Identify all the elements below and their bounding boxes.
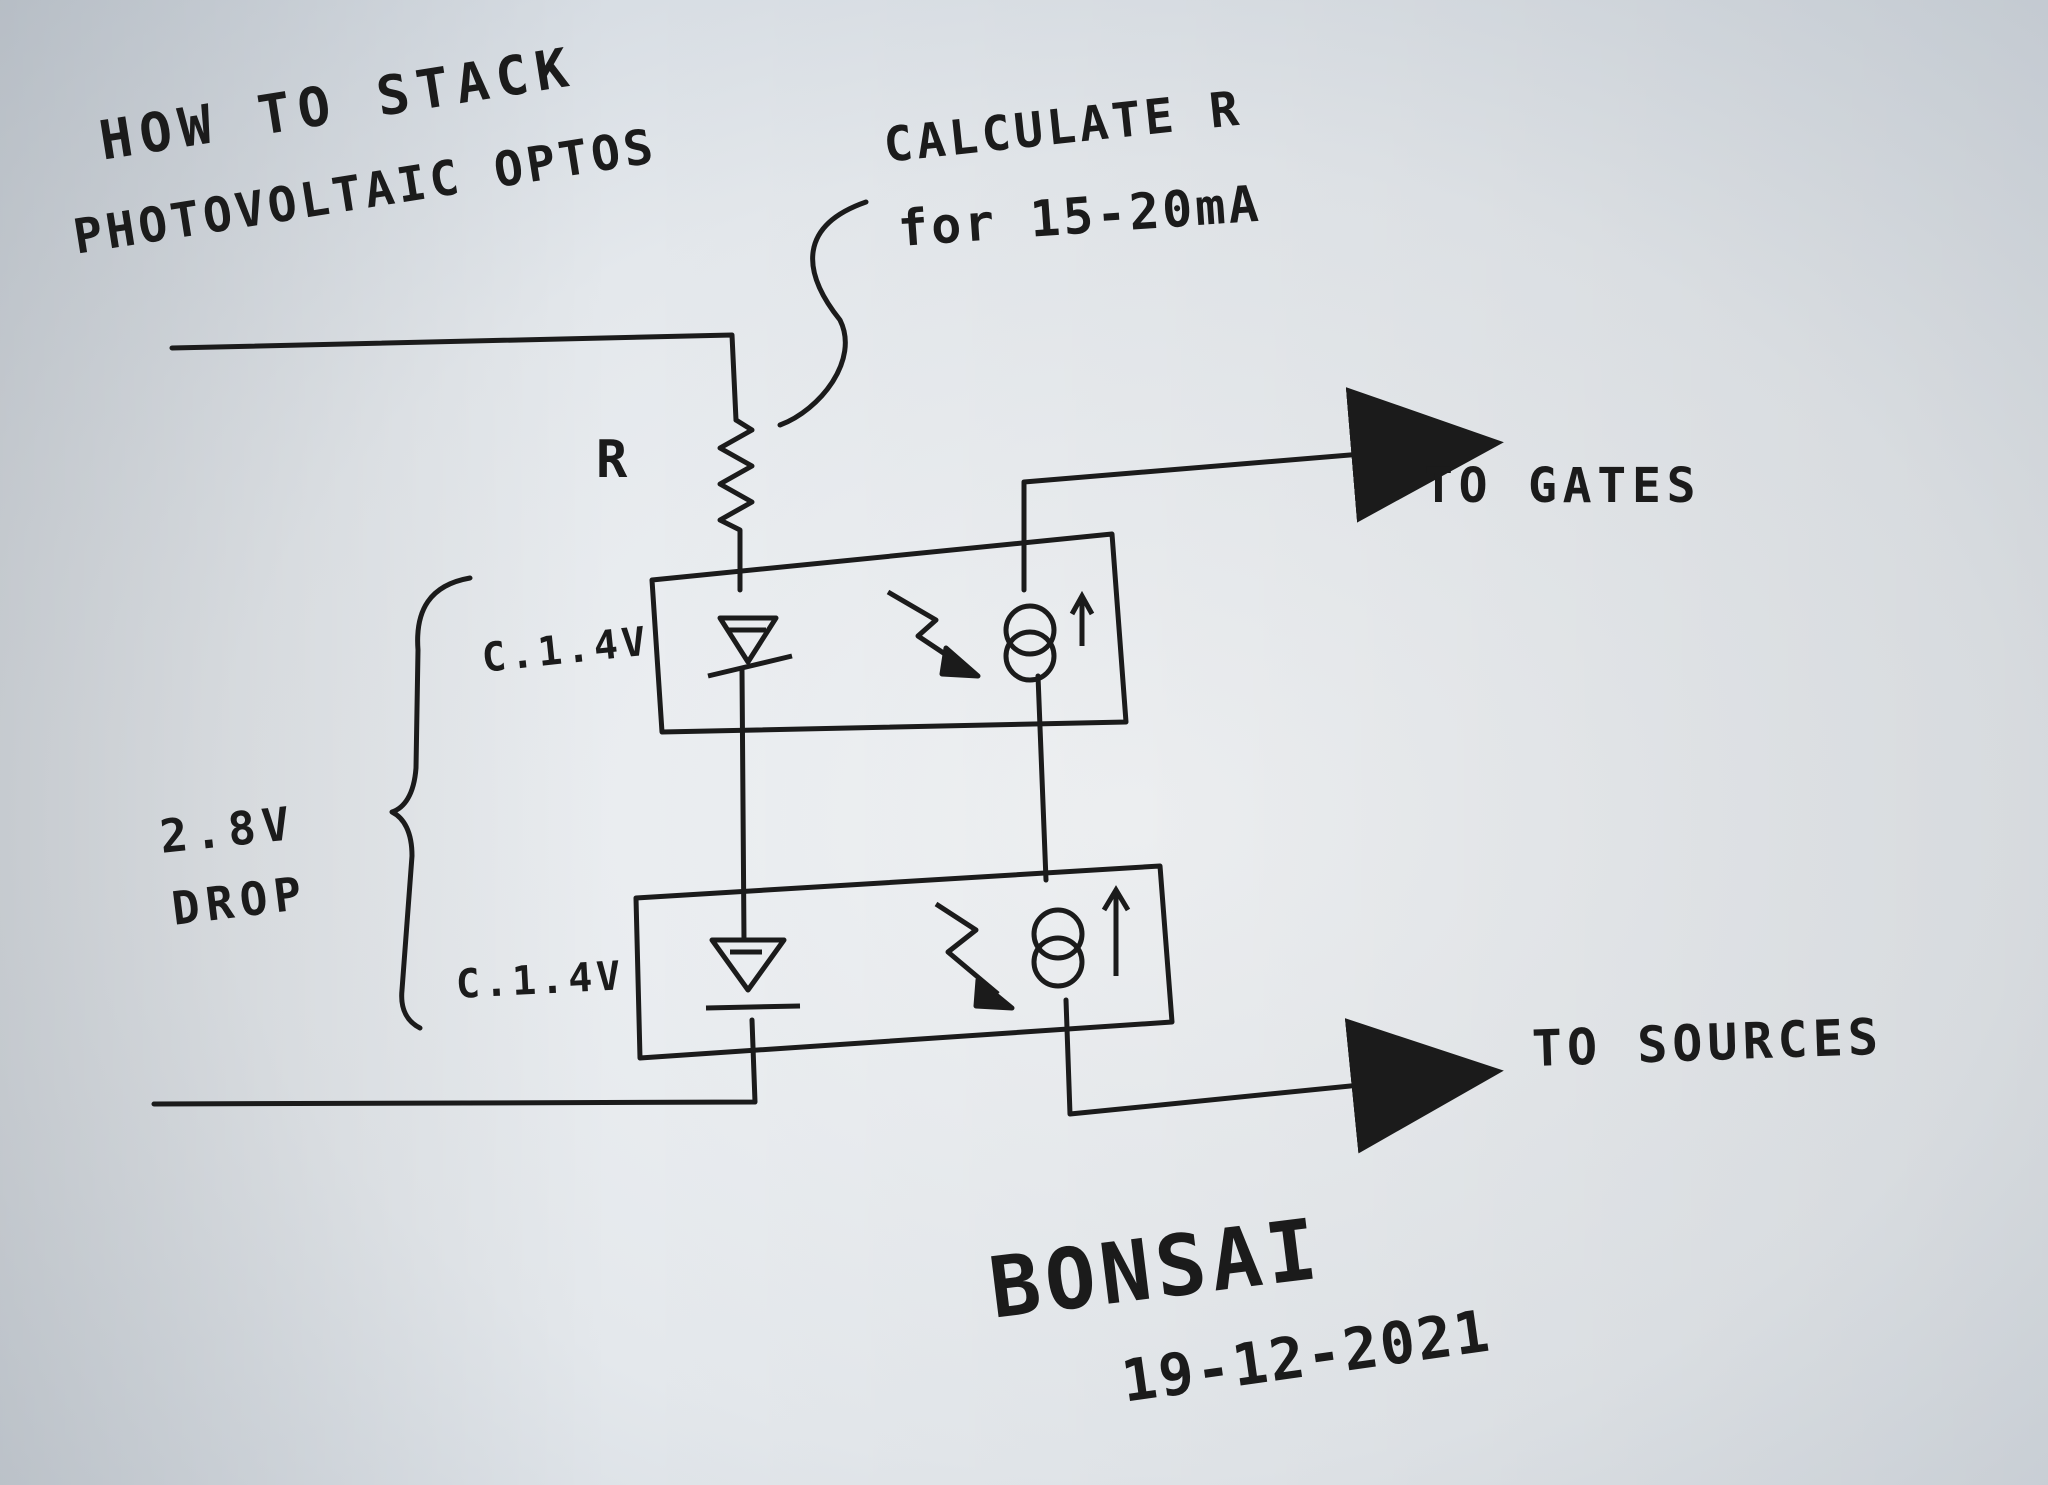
gate-output-wire xyxy=(1021,387,1504,593)
led-top xyxy=(707,615,793,679)
led-series-wire xyxy=(739,667,747,943)
supply-wire-top xyxy=(169,332,739,423)
to-sources-label: TO SOURCES xyxy=(1530,1007,1884,1078)
to-gates-label: TO GATES xyxy=(1424,458,1702,514)
schematic-wires xyxy=(151,199,1504,1154)
light-arrow-top xyxy=(886,589,981,679)
light-arrow-bottom xyxy=(934,901,1015,1011)
pv-cell-bottom xyxy=(1031,885,1131,989)
voltage-label-bottom: C.1.4V xyxy=(454,953,626,1008)
note-pointer xyxy=(777,199,869,428)
voltage-bracket xyxy=(389,575,473,1031)
opto-box-bottom xyxy=(633,863,1175,1061)
opto-box-top xyxy=(649,531,1129,735)
pv-series-wire xyxy=(1035,673,1049,883)
resistor-symbol xyxy=(717,417,755,593)
return-wire-bottom xyxy=(151,1017,758,1107)
resistor-label: R xyxy=(596,430,635,490)
pv-cell-top xyxy=(1003,590,1095,683)
led-bottom xyxy=(705,937,801,1011)
source-output-wire xyxy=(1063,997,1504,1154)
